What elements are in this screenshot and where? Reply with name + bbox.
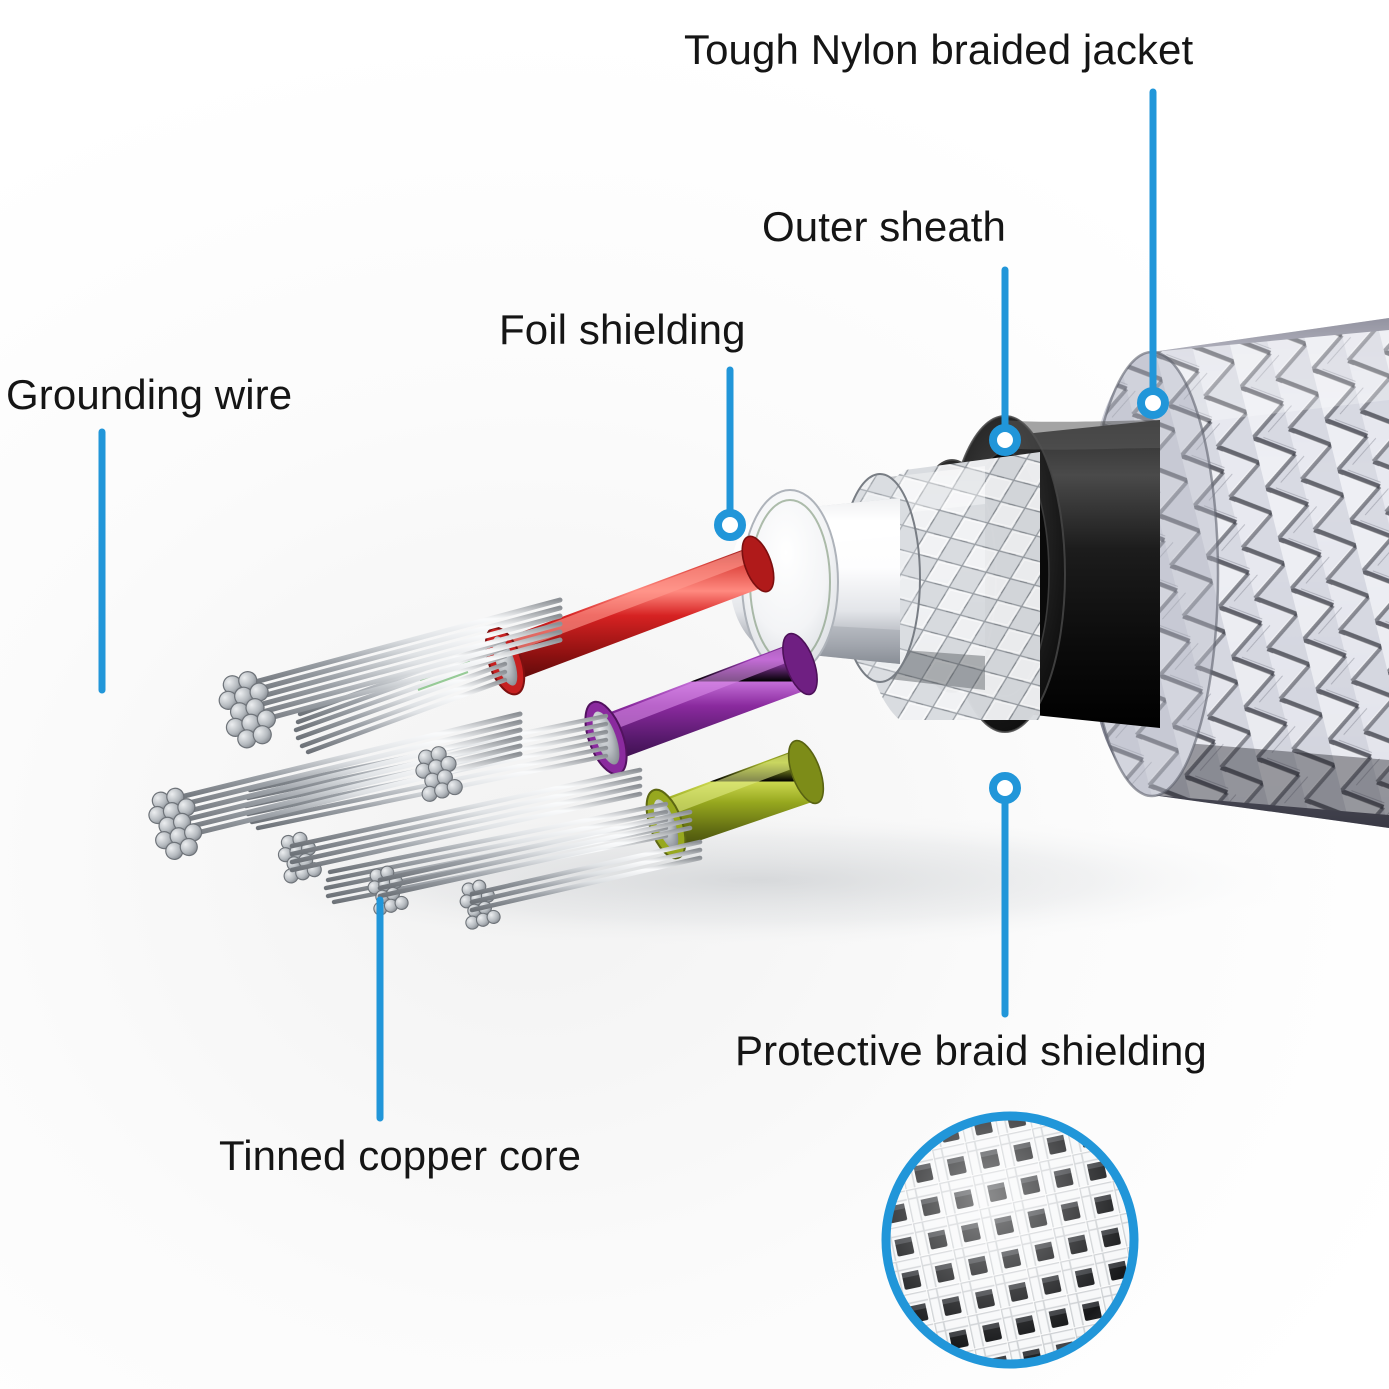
foil-shielding-layer <box>730 489 900 675</box>
conductor-purple <box>243 632 818 831</box>
tinned-copper-strand-bundles <box>148 597 703 930</box>
callout-label-protective-braid-shielding: Protective braid shielding <box>735 1027 1207 1074</box>
leader-endpoint-foil <box>714 509 746 541</box>
leader-endpoint-braid <box>989 772 1021 804</box>
magnifier-ring <box>881 1111 1139 1369</box>
strand-face-b <box>148 787 203 861</box>
callout-label-foil-shielding: Foil shielding <box>499 306 746 353</box>
leader-endpoint-outer-sheath <box>989 424 1021 456</box>
leader-endpoint-nylon-jacket <box>1137 387 1169 419</box>
callout-label-nylon-jacket: Tough Nylon braided jacket <box>684 26 1194 73</box>
callout-label-grounding-wire: Grounding wire <box>6 371 293 418</box>
callout-label-outer-sheath: Outer sheath <box>762 203 1007 250</box>
callout-label-tinned-copper-core: Tinned copper core <box>219 1132 582 1179</box>
strand-face-c <box>415 746 463 802</box>
strand-face-a <box>218 671 276 749</box>
